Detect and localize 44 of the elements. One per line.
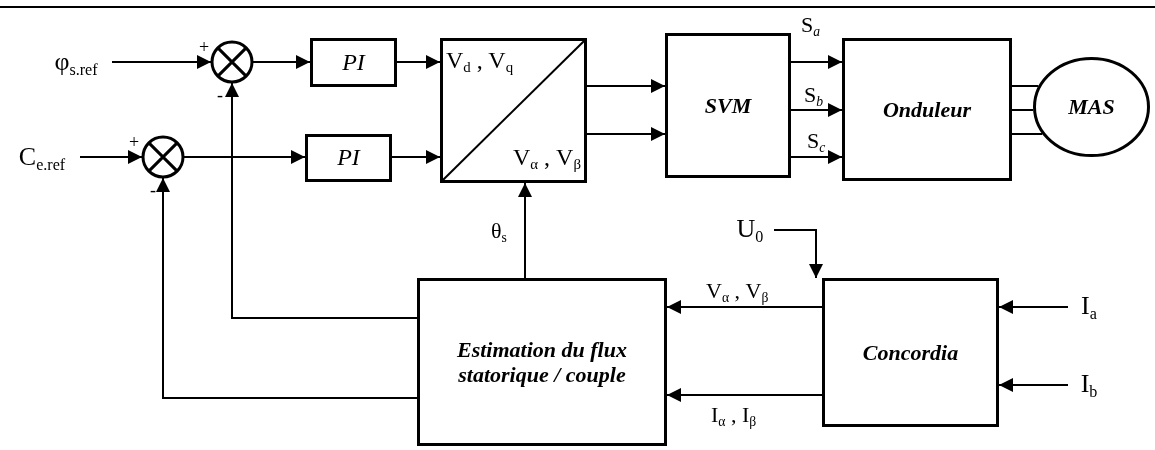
process-block: SVM: [665, 33, 791, 178]
sign-label: +: [199, 38, 210, 56]
signal-label: C$_{e.ref}$: [4, 140, 80, 176]
arrow: [790, 150, 843, 164]
arrow: [666, 300, 823, 314]
arrow: [586, 79, 666, 93]
connector-line: [1011, 133, 1044, 135]
process-block: PI: [305, 134, 392, 182]
arrow: [391, 150, 441, 164]
signal-label: I$_{a}$: [1068, 291, 1110, 323]
connector-line: [1011, 85, 1040, 87]
signal-label: U$_{0}$: [726, 214, 774, 246]
process-block: Onduleur: [842, 38, 1012, 181]
arrow: [225, 82, 418, 319]
sign-label: -: [217, 86, 223, 104]
connector-line: [1011, 109, 1035, 111]
arrow: [183, 150, 306, 164]
arrow: [518, 182, 532, 279]
signal-label: I$_{b}$: [1068, 369, 1110, 401]
arrow: [252, 55, 311, 69]
signal-label: φ$_{s.ref}$: [40, 45, 112, 81]
transform-block: [440, 38, 587, 183]
summing-junction: [141, 135, 185, 179]
arrow: [396, 55, 441, 69]
arrow: [666, 388, 823, 402]
arrow: [586, 127, 666, 141]
edge-label: θ$_{s}$: [490, 220, 508, 245]
arrow: [79, 150, 143, 164]
process-block: PI: [310, 38, 397, 87]
signal-label: V$_{d}$ , V$_{q}$: [446, 47, 514, 77]
arrow: [111, 55, 212, 69]
arrow: [156, 177, 418, 399]
estimator-block: Estimation du flux statorique / couple: [417, 278, 667, 446]
signal-label: V$_{α}$ , V$_{β}$: [512, 144, 581, 174]
arrow: [790, 103, 843, 117]
sign-label: -: [150, 181, 156, 199]
arrow: [790, 55, 843, 69]
motor-ellipse: MAS: [1033, 57, 1150, 157]
arrow: [998, 378, 1069, 392]
summing-junction: [210, 40, 254, 84]
sign-label: +: [129, 133, 140, 151]
process-block: Concordia: [822, 278, 999, 427]
arrow: [998, 300, 1069, 314]
arrow: [773, 229, 823, 279]
